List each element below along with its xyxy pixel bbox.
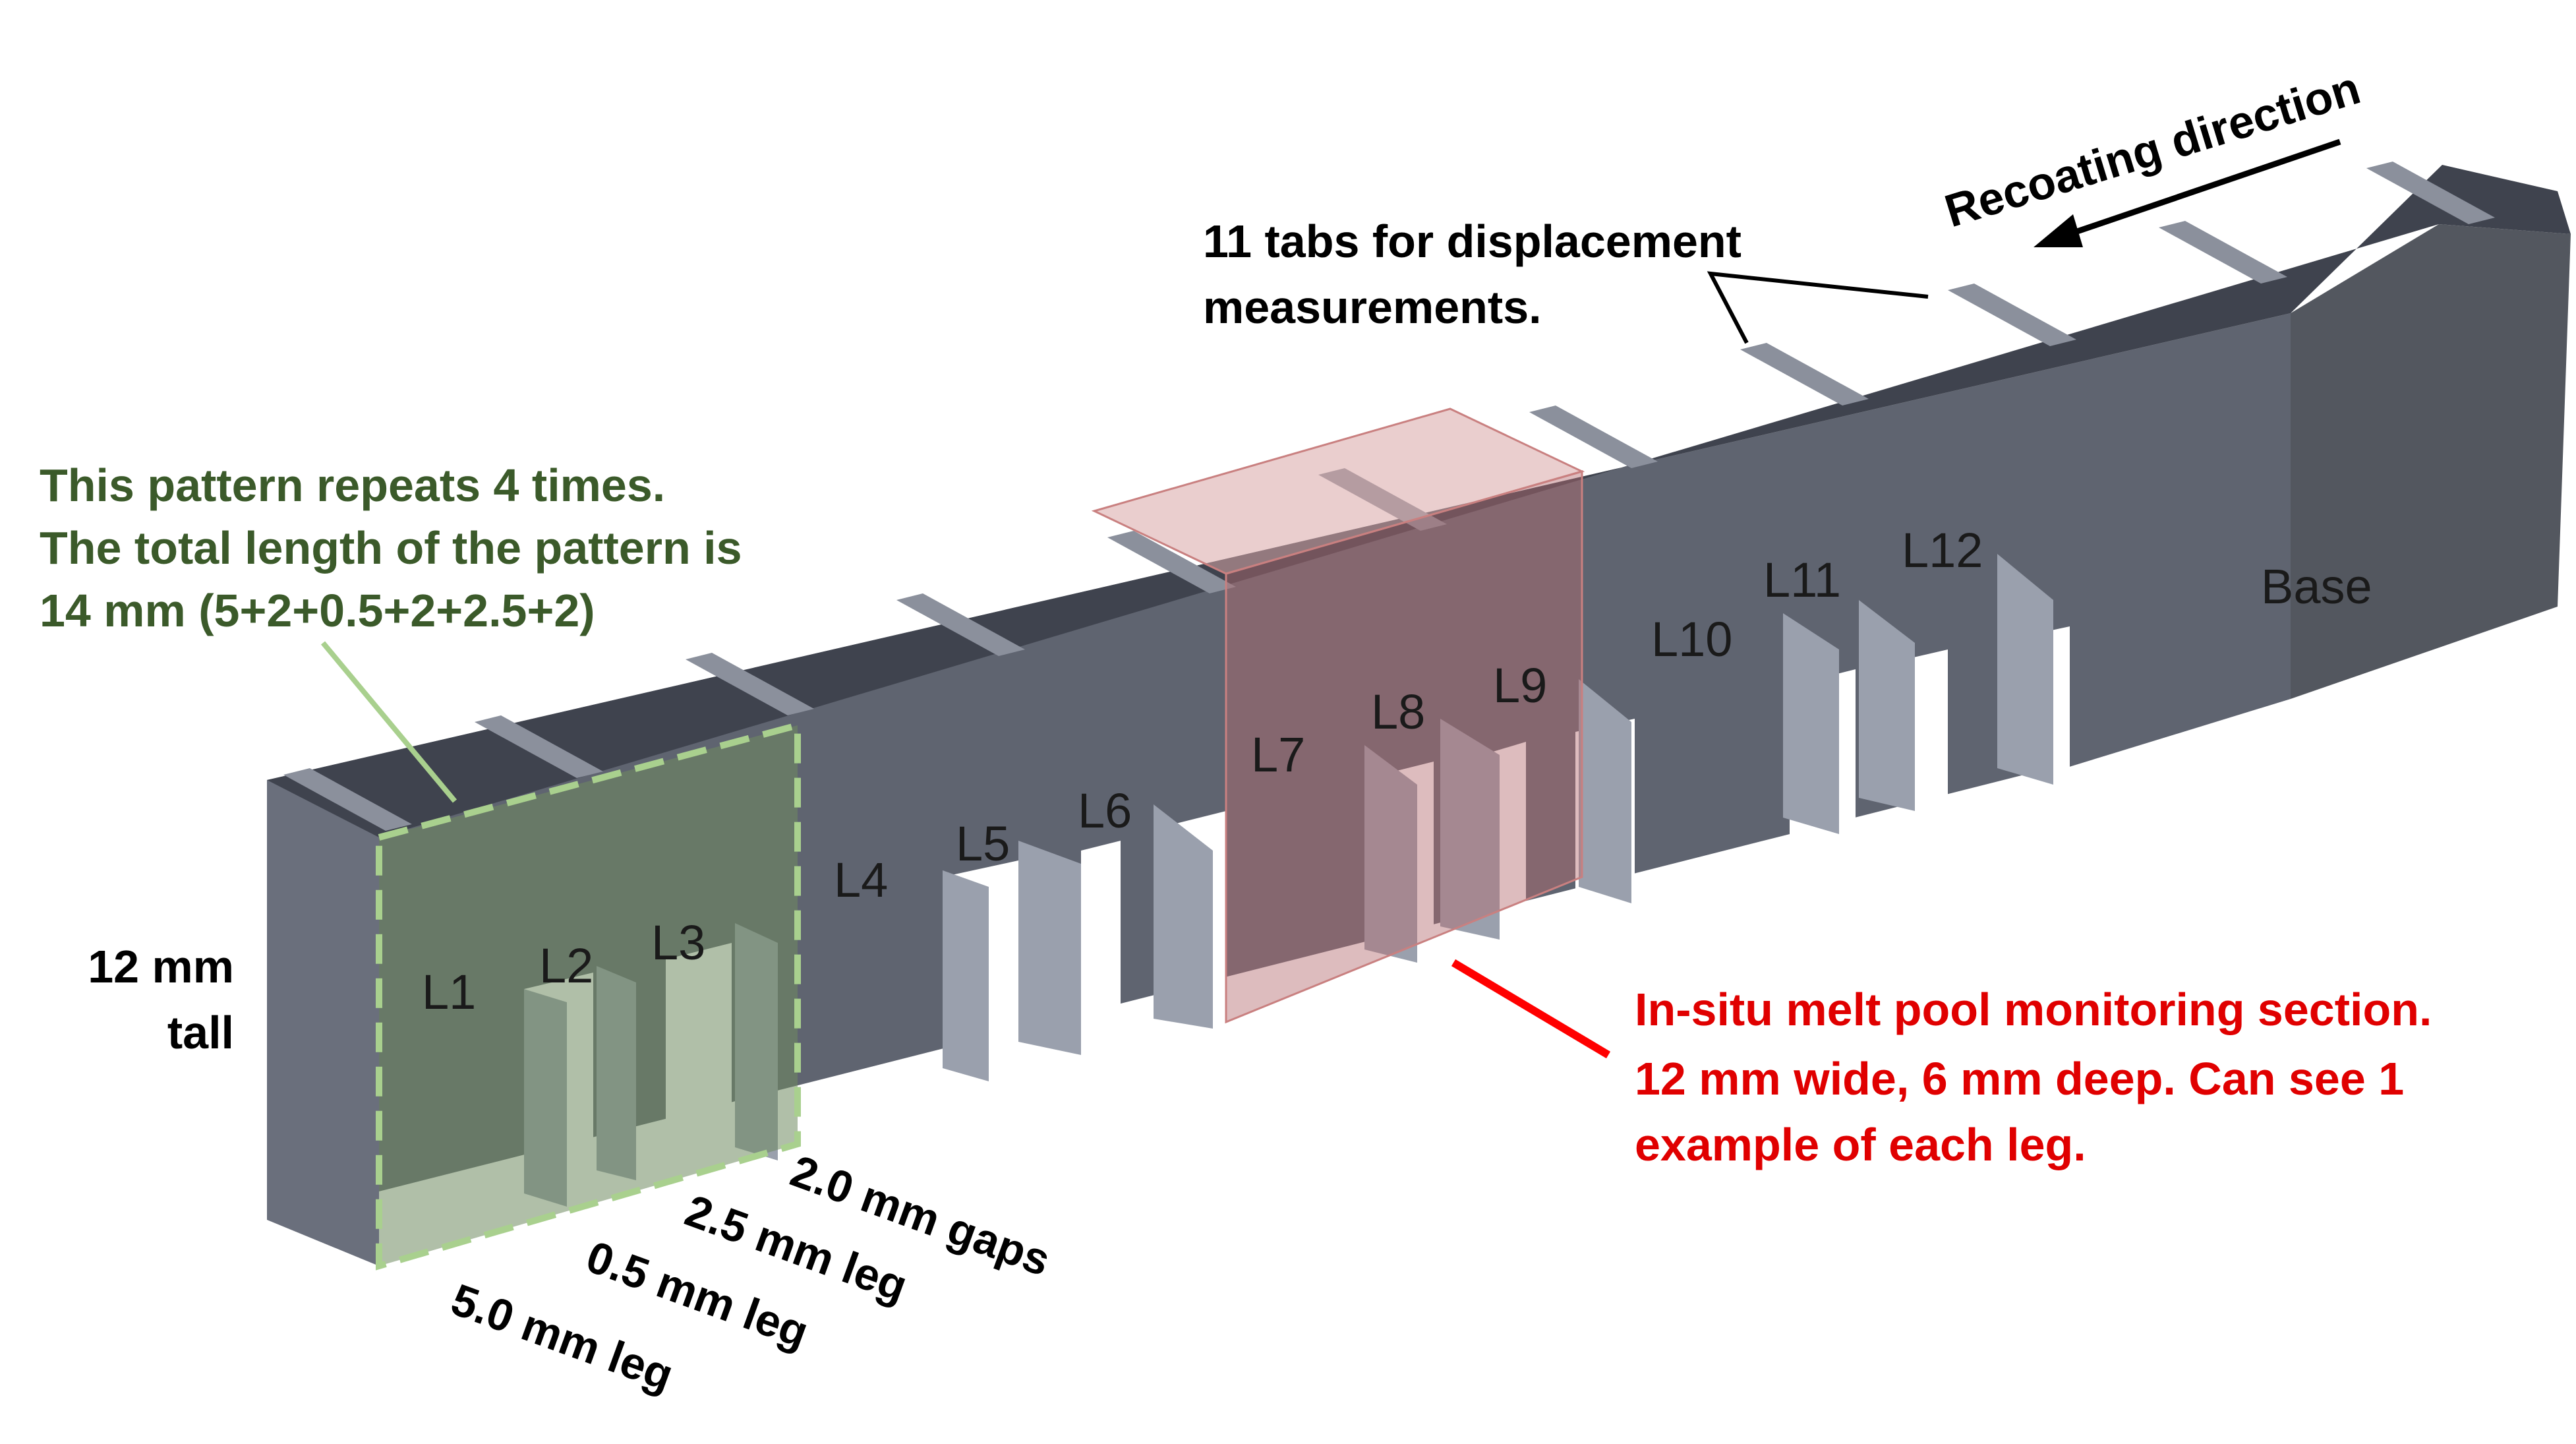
recoating-label: Recoating direction xyxy=(1939,62,2366,237)
svg-text:The total length of the patter: The total length of the pattern is xyxy=(40,522,742,574)
tabs-pointer xyxy=(1707,271,1929,344)
leg-label: L7 xyxy=(1251,727,1305,782)
leg-label: L6 xyxy=(1078,783,1132,838)
part-top-face xyxy=(267,165,2571,837)
leg-label: L2 xyxy=(539,938,593,993)
recoating-arrowhead xyxy=(2034,214,2083,247)
part-left-face xyxy=(267,780,379,1266)
tabs-annotation: 11 tabs for displacement measurements. xyxy=(1203,216,1742,333)
svg-text:In-situ melt pool monitoring s: In-situ melt pool monitoring section. xyxy=(1635,984,2432,1035)
leg-label: L8 xyxy=(1371,684,1425,739)
melt-pool-annotation: In-situ melt pool monitoring section. 12… xyxy=(1635,984,2432,1170)
leg-label: L3 xyxy=(651,915,705,970)
base-label: Base xyxy=(2261,559,2372,614)
svg-text:example of each leg.: example of each leg. xyxy=(1635,1119,2086,1170)
leg-label: L9 xyxy=(1493,658,1547,713)
recoating-arrow xyxy=(2049,138,2341,244)
svg-text:11 tabs for displacement: 11 tabs for displacement xyxy=(1203,216,1742,267)
svg-text:tall: tall xyxy=(167,1007,234,1058)
leg-label: L1 xyxy=(422,965,476,1019)
pattern-highlight xyxy=(376,721,801,1271)
pattern-annotation: This pattern repeats 4 times. The total … xyxy=(40,460,742,636)
base-end-face xyxy=(2291,224,2571,699)
leg-labels: L1 L2 L3 L4 L5 L6 L7 L8 L9 L10 L11 L12 B… xyxy=(422,523,2372,1019)
svg-text:12 mm wide, 6 mm deep. Can se: 12 mm wide, 6 mm deep. Can see 1 xyxy=(1635,1053,2404,1104)
svg-text:14 mm (5+2+0.5+2+2.5+2): 14 mm (5+2+0.5+2+2.5+2) xyxy=(40,585,595,636)
leg-label: L4 xyxy=(834,853,888,907)
svg-text:This pattern repeats 4 times.: This pattern repeats 4 times. xyxy=(40,460,665,511)
svg-text:measurements.: measurements. xyxy=(1203,282,1542,333)
leg-label: L5 xyxy=(956,816,1010,871)
svg-text:12 mm: 12 mm xyxy=(88,941,234,992)
melt-pool-pointer xyxy=(1451,959,1611,1059)
leg-label: L11 xyxy=(1763,553,1841,607)
pattern-pointer xyxy=(320,641,457,803)
melt-pool-box xyxy=(1225,470,1583,1024)
leg-label: L10 xyxy=(1651,612,1732,667)
height-annotation: 12 mm tall xyxy=(88,941,234,1058)
leg-label: L12 xyxy=(1902,523,1983,578)
